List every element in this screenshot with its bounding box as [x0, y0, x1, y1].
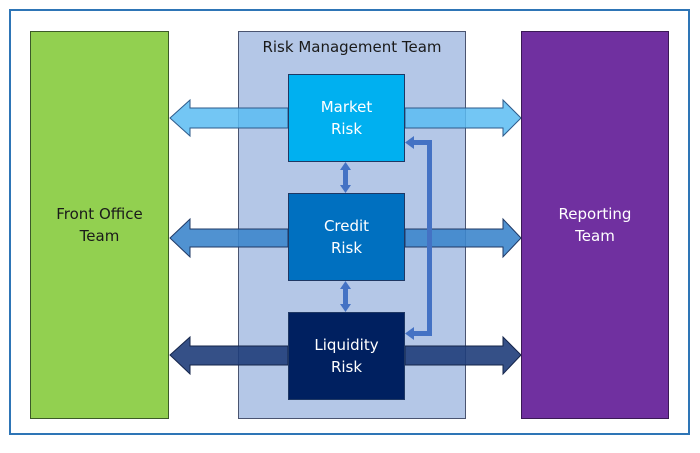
credit-risk-label: Credit Risk — [323, 217, 370, 257]
credit-risk-box: Credit Risk — [288, 193, 405, 281]
arrow-credit-to-front-office — [169, 217, 289, 259]
market-risk-box: Market Risk — [288, 74, 405, 162]
front-office-team-label: Front Office Team — [56, 205, 143, 245]
arrow-liquidity-to-front-office — [169, 335, 289, 376]
market-risk-label: Market Risk — [320, 98, 373, 138]
reporting-team-label: Reporting Team — [558, 205, 632, 245]
connector-market-credit — [340, 162, 351, 193]
reporting-team-box: Reporting Team — [521, 31, 669, 419]
arrow-liquidity-to-reporting — [404, 335, 522, 376]
arrow-market-to-reporting — [404, 98, 522, 138]
arrow-credit-to-reporting — [404, 217, 522, 259]
diagram-frame — [9, 9, 690, 435]
front-office-team-box: Front Office Team — [30, 31, 169, 419]
connector-credit-liquidity — [340, 281, 351, 312]
connector-market-liquidity — [405, 136, 432, 340]
liquidity-risk-label: Liquidity Risk — [314, 336, 379, 376]
risk-management-team-title: Risk Management Team — [262, 38, 442, 56]
liquidity-risk-box: Liquidity Risk — [288, 312, 405, 400]
arrow-market-to-front-office — [169, 98, 289, 138]
